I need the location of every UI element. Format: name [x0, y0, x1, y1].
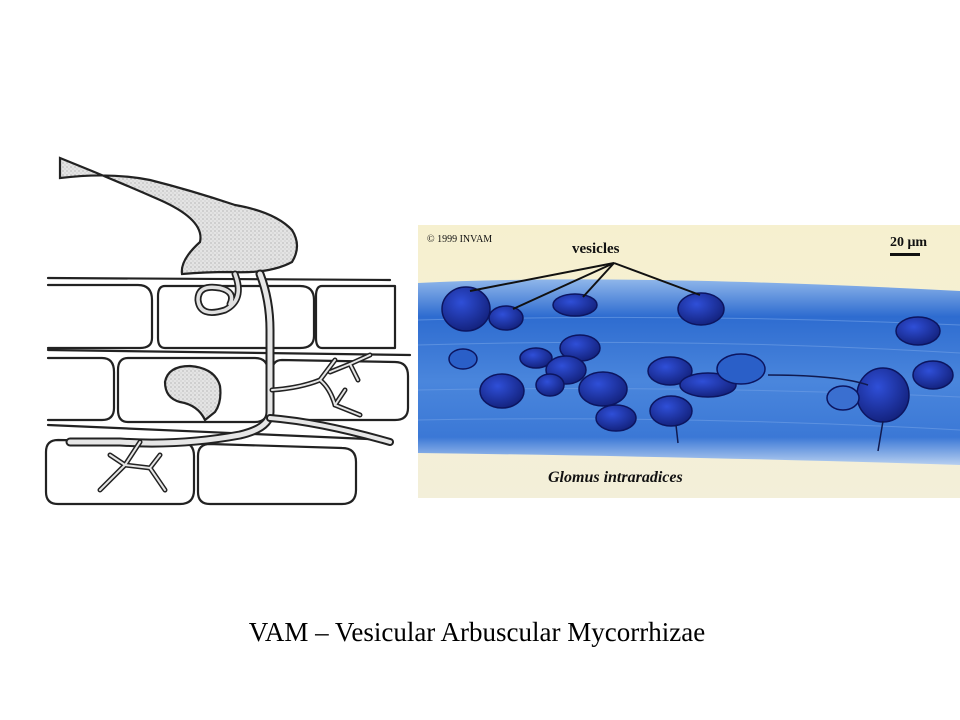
vesicles-label: vesicles	[572, 241, 620, 257]
copyright-text: © 1999 INVAM	[427, 234, 493, 245]
scale-label: 20 μm	[890, 235, 928, 250]
root-cell	[156, 284, 316, 350]
root-cell	[46, 356, 116, 422]
scale-bar	[890, 253, 920, 256]
micrograph: © 1999 INVAM vesicles 20 μm Glomus intra…	[418, 225, 960, 498]
cell-wall-line	[46, 276, 392, 282]
vesicle-sketch	[163, 364, 222, 422]
arbuscule-sketch	[269, 352, 373, 418]
vesicle-pointers	[469, 262, 701, 310]
slide-caption: VAM – Vesicular Arbuscular Mycorrhizae	[0, 617, 960, 648]
fungal-hypha	[58, 156, 299, 276]
cell-wall-line	[46, 423, 392, 442]
species-label: Glomus intraradices	[548, 469, 683, 486]
root-cell	[314, 284, 397, 350]
root-cell	[196, 442, 358, 506]
root-cell	[46, 283, 154, 350]
root-micrograph-image	[418, 225, 960, 498]
vesicles	[441, 286, 954, 432]
mycorrhiza-diagram	[44, 156, 412, 506]
root-cell	[44, 438, 196, 506]
cell-wall-line	[46, 348, 412, 357]
caption-text: VAM – Vesicular Arbuscular Mycorrhizae	[248, 617, 706, 647]
